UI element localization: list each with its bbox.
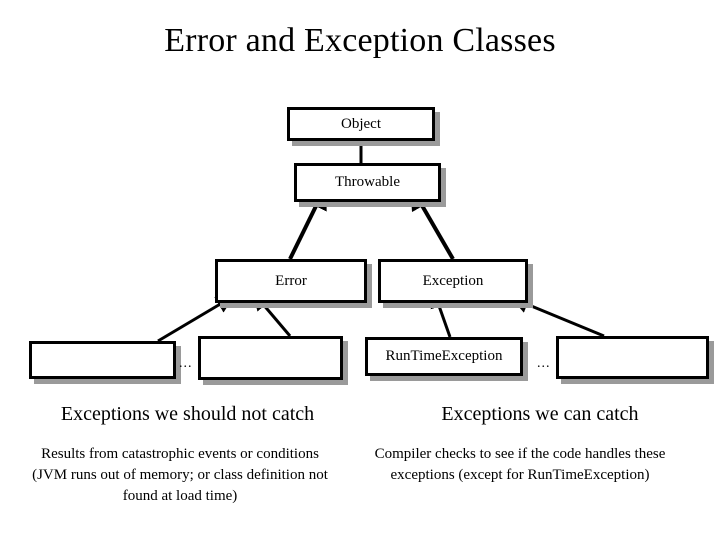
caption-right-heading: Exceptions we can catch	[441, 403, 639, 425]
node-error-label: Error	[275, 272, 307, 289]
node-error-subclass-1[interactable]	[29, 341, 176, 379]
node-throwable[interactable]: Throwable	[294, 163, 441, 202]
ellipsis-exception-subclasses: ...	[537, 356, 551, 371]
node-exception[interactable]: Exception	[378, 259, 528, 303]
caption-right-body: Compiler checks to see if the code handl…	[374, 446, 666, 483]
node-throwable-label: Throwable	[335, 174, 400, 190]
node-object[interactable]: Object	[287, 107, 435, 141]
edge-exception-throwable	[410, 185, 455, 261]
node-runtimeexception[interactable]: RunTimeException	[365, 337, 523, 376]
edge-exceptionsub2-exception	[510, 296, 605, 338]
node-exception-label: Exception	[422, 272, 484, 289]
node-error[interactable]: Error	[215, 259, 367, 303]
ellipsis-error-subclasses: ...	[179, 356, 193, 371]
edge-errorsub2-error	[252, 292, 292, 337]
edge-runtimeexception-exception	[430, 289, 452, 338]
node-error-subclass-2[interactable]	[198, 336, 343, 380]
node-object-label: Object	[341, 115, 381, 132]
edge-error-throwable	[288, 184, 327, 260]
page-title: Error and Exception Classes	[164, 22, 556, 59]
node-exception-subclass-2[interactable]	[556, 336, 709, 379]
node-runtimeexception-label: RunTimeException	[385, 348, 503, 364]
edge-errorsub1-error	[157, 295, 235, 343]
caption-left-body: Results from catastrophic events or cond…	[32, 446, 328, 504]
caption-left-heading: Exceptions we should not catch	[60, 403, 315, 425]
